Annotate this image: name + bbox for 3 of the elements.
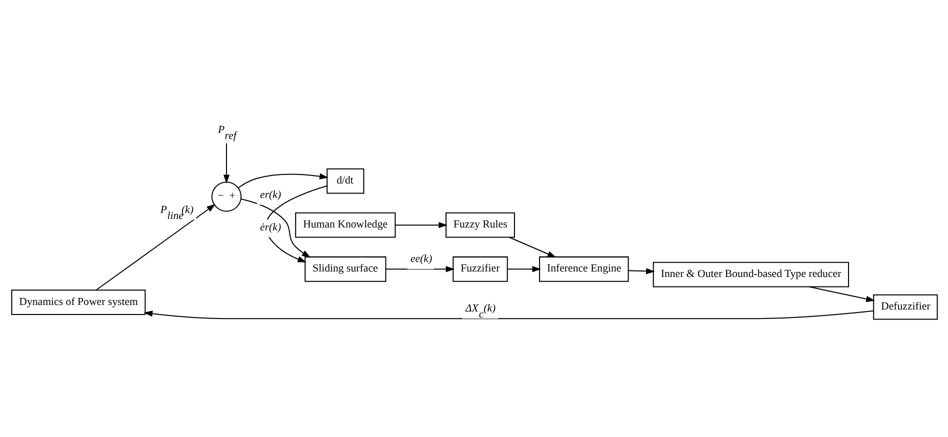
edge-label: ee(k)	[410, 252, 432, 265]
edge-label: ėr(k)	[260, 220, 281, 233]
edge-label: er(k)	[260, 188, 281, 200]
